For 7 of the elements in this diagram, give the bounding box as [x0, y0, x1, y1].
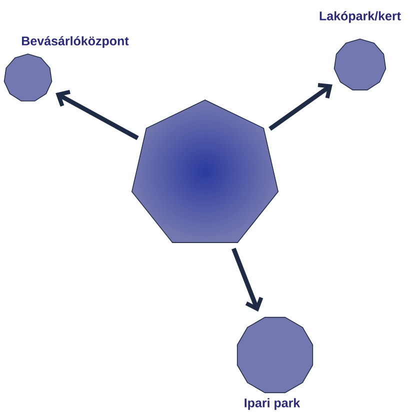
- arrow: [268, 83, 332, 131]
- arrow: [232, 248, 264, 312]
- place-label: Bevásárlóközpont: [22, 36, 129, 48]
- place-label: Lakópark/kert: [320, 11, 401, 23]
- center-polygon: [131, 100, 279, 243]
- arrow: [56, 90, 139, 140]
- place-label: Ipari park: [244, 398, 300, 410]
